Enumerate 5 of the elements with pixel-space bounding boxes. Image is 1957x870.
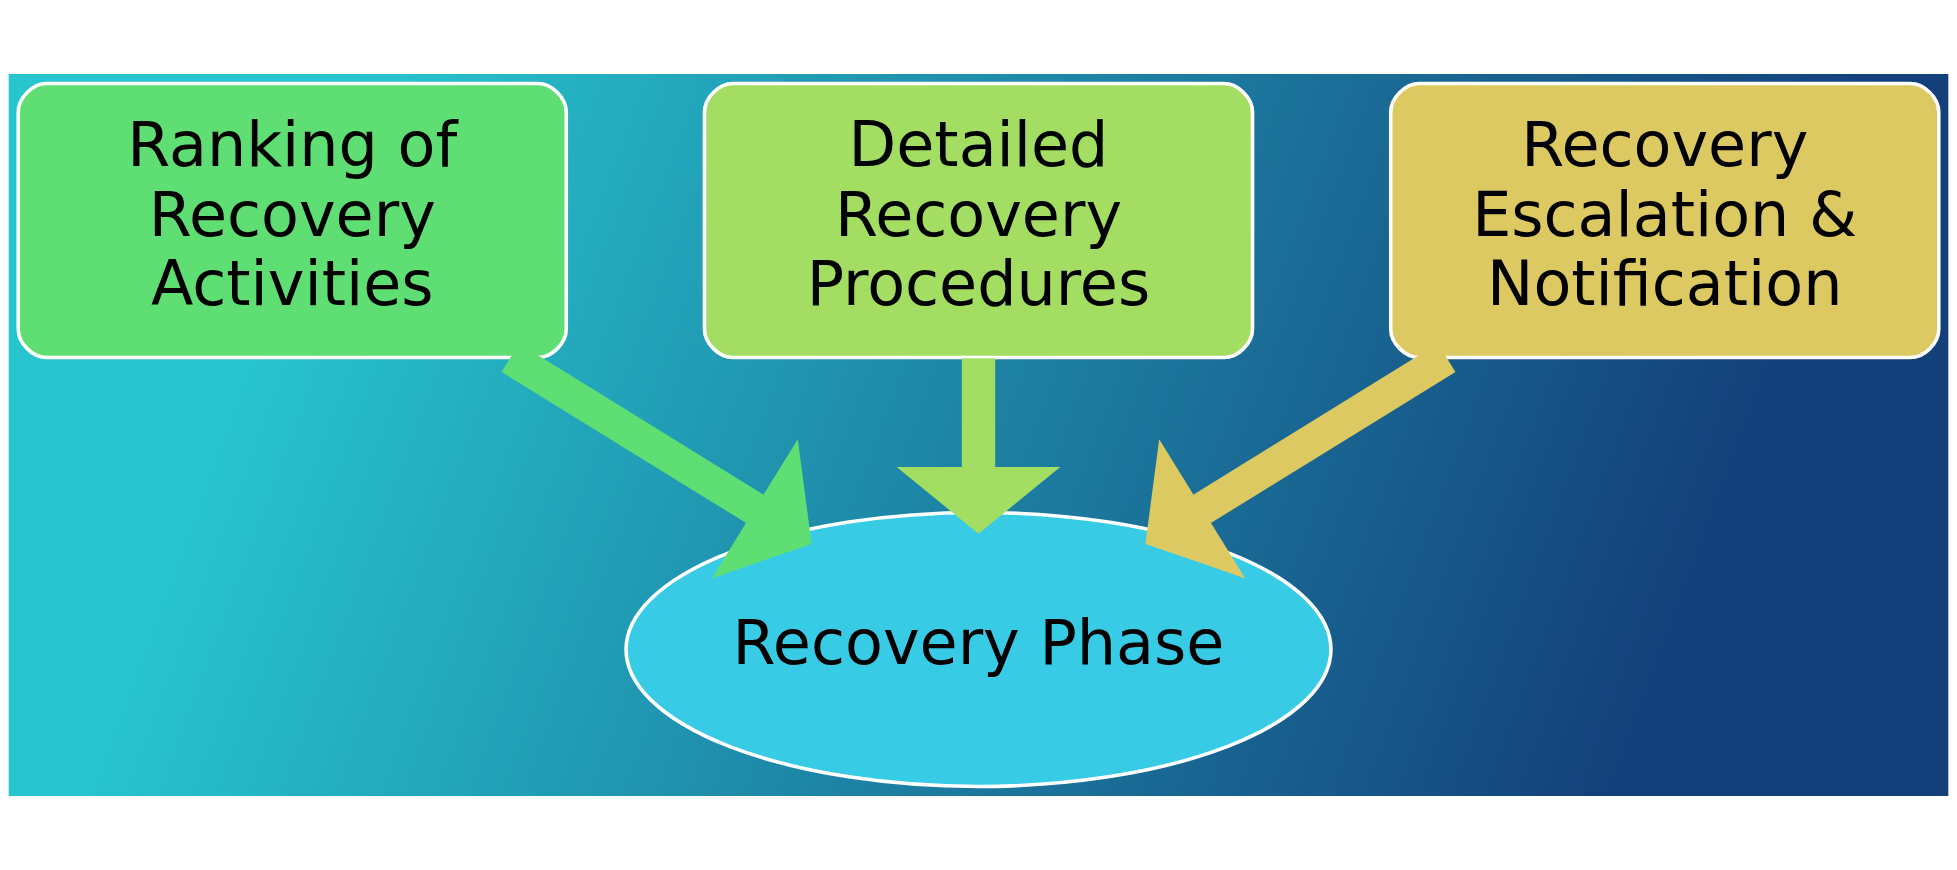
node-box: Ranking of Recovery Activities xyxy=(16,81,569,360)
node-box: Recovery Escalation & Notification xyxy=(1388,81,1941,360)
arrow xyxy=(896,358,1061,534)
node-ellipse: Recovery Phase xyxy=(624,510,1333,789)
node-box: Detailed Recovery Procedures xyxy=(702,81,1255,360)
